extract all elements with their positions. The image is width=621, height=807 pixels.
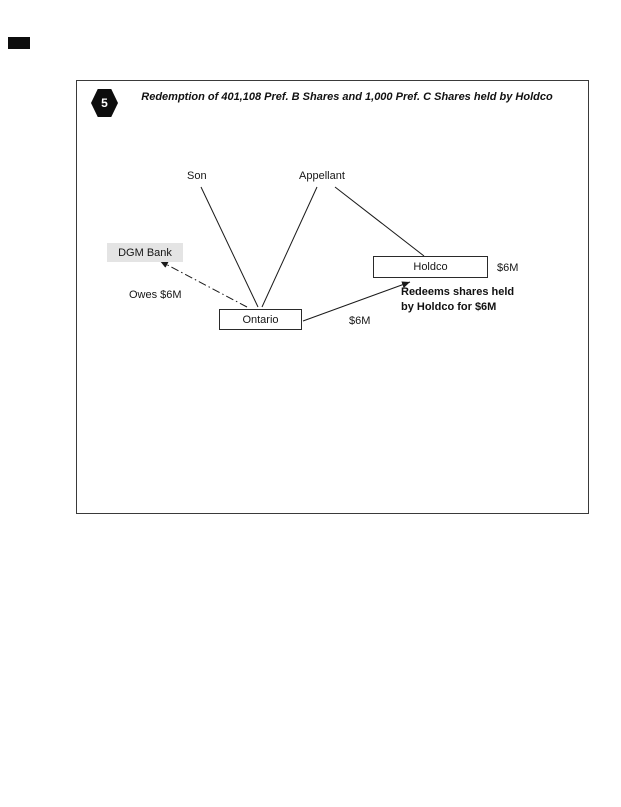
node-label-ontario: Ontario [242, 313, 279, 326]
page-number-label: 5 [101, 96, 108, 110]
redeems-note-line2: by Holdco for $6M [401, 301, 497, 313]
line-appellant-to-ontario [261, 186, 318, 308]
node-label-holdco: Holdco [413, 261, 448, 273]
holdco-amount-label: $6M [497, 262, 519, 274]
node-label-son: Son [187, 170, 207, 182]
diagram-title: Redemption of 401,108 Pref. B Shares and… [141, 91, 553, 103]
page-number-badge: 5 [91, 89, 118, 117]
scan-artifact-mark [8, 37, 30, 49]
line-son-to-ontario [200, 186, 259, 308]
node-ontario: Ontario [219, 309, 302, 330]
line-appellant-to-holdco [334, 186, 425, 257]
payment-amount-label: $6M [349, 315, 371, 327]
node-holdco: Holdco [373, 256, 488, 278]
node-dgm-bank: DGM Bank [107, 243, 183, 262]
node-label-dgm-bank: DGM Bank [118, 246, 172, 259]
redeems-note-line1: Redeems shares held [401, 286, 515, 298]
diagram-frame: 5 Redemption of 401,108 Pref. B Shares a… [76, 80, 589, 514]
owes-amount-label: Owes $6M [129, 289, 182, 301]
redeems-note: Redeems shares held by Holdco for $6M [401, 285, 514, 315]
node-label-appellant: Appellant [299, 170, 345, 182]
